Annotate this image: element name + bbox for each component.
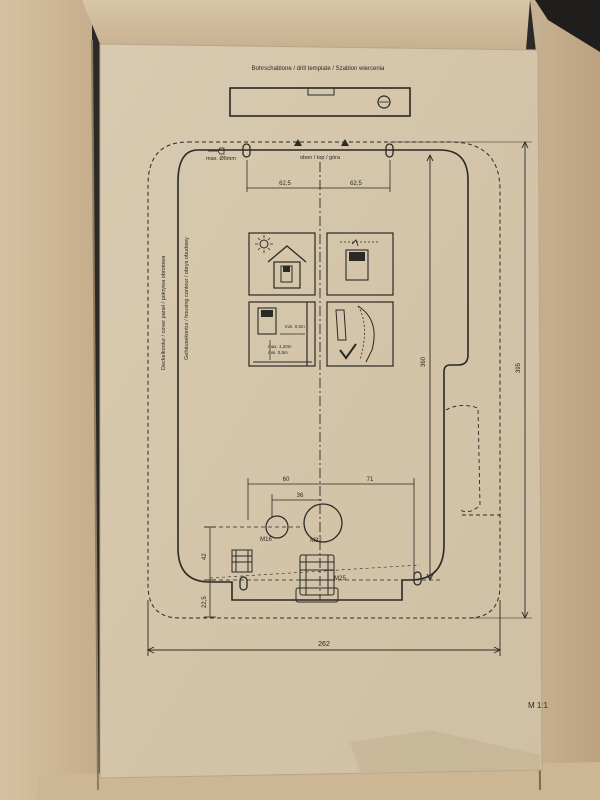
top-drill-holes xyxy=(208,143,394,158)
box-flap-right xyxy=(530,0,600,800)
dim-outer-height: 395 xyxy=(516,362,522,373)
box-flap-top xyxy=(82,0,530,50)
housing-label: Gehäusekontur / housing contour / obrys … xyxy=(184,237,190,360)
installation-pictograms xyxy=(248,232,394,367)
dim-left-22-5: 22,5 xyxy=(202,596,208,608)
dim-gland-36: 36 xyxy=(297,493,304,499)
cable-gland-left xyxy=(231,549,253,573)
m32-knockout xyxy=(303,503,343,543)
dim-total-width: 262 xyxy=(318,641,330,648)
top-label: oben / top / góra xyxy=(300,155,341,161)
dim-gland-60: 60 xyxy=(283,477,290,483)
drill-template-sheet xyxy=(100,44,542,778)
spirit-level-graphic xyxy=(229,87,411,117)
clearance-label: min. 0,5m xyxy=(285,324,305,329)
template-title: Bohrschablone / drill template / Szablon… xyxy=(252,66,385,72)
dim-inner-height: 360 xyxy=(421,356,427,367)
housing-contour xyxy=(177,149,469,601)
m16-knockout xyxy=(265,515,289,539)
bottom-hole-left xyxy=(239,576,248,591)
cover-label: Deckelkontur / cover panel / pokrywa obr… xyxy=(161,255,167,370)
install-height-min: min. 0,5m xyxy=(268,350,288,355)
top-arrow-left xyxy=(294,139,302,146)
scale-label: M 1:1 xyxy=(528,701,549,710)
dim-hole-left: 62,5 xyxy=(279,181,291,187)
gland-m16-label: M16 xyxy=(260,537,272,543)
gland-m25-label: M25 xyxy=(334,576,346,582)
box-flap-left xyxy=(0,0,98,800)
hole-size-label: max. Ø6mm xyxy=(206,156,236,162)
gland-m32-label: M32 xyxy=(310,538,322,544)
install-height-max: max. 1,20m xyxy=(268,344,292,349)
bottom-hole-right xyxy=(413,571,422,586)
cover-outline-dashed xyxy=(147,141,501,619)
top-arrow-right xyxy=(341,139,349,146)
dim-hole-right: 62,5 xyxy=(350,181,362,187)
dim-left-42: 42 xyxy=(202,553,208,560)
dim-gland-71: 71 xyxy=(367,477,374,483)
